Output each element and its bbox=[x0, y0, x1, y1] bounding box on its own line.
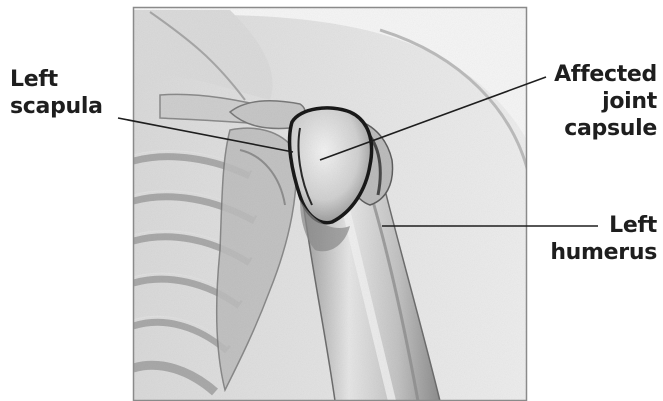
label-capsule-line1: Affected bbox=[554, 61, 657, 88]
label-affected-joint-capsule: Affected joint capsule bbox=[554, 61, 657, 142]
label-left-scapula: Left scapula bbox=[10, 66, 103, 120]
label-left-humerus: Left humerus bbox=[550, 212, 657, 266]
label-humerus-line2: humerus bbox=[550, 239, 657, 266]
label-capsule-line3: capsule bbox=[554, 115, 657, 142]
label-scapula-line1: Left bbox=[10, 66, 103, 93]
label-capsule-line2: joint bbox=[554, 88, 657, 115]
anatomy-figure bbox=[133, 7, 560, 401]
label-humerus-line1: Left bbox=[550, 212, 657, 239]
label-scapula-line2: scapula bbox=[10, 93, 103, 120]
